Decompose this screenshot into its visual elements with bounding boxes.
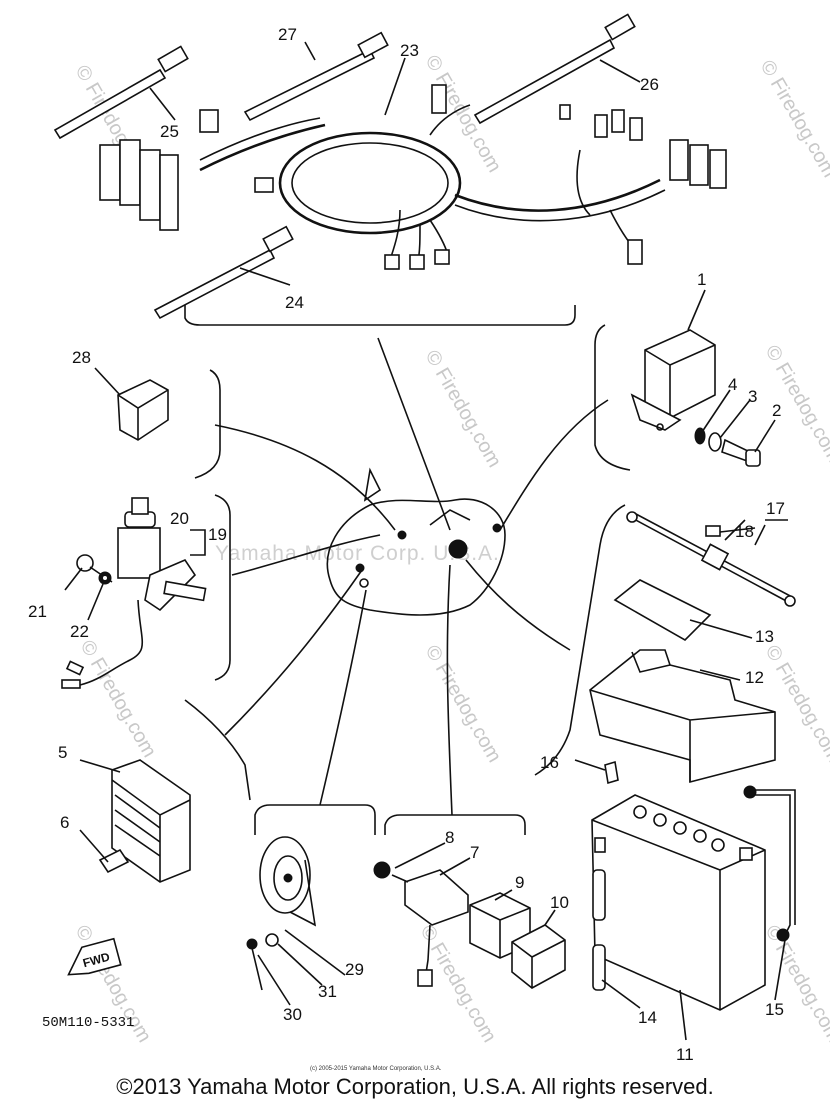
part-16-clip xyxy=(604,760,619,785)
part-2-3-4-bolt xyxy=(694,427,761,467)
callout-19: 19 xyxy=(208,525,227,544)
callout-1: 1 xyxy=(697,270,706,289)
callout-9: 9 xyxy=(515,873,524,892)
callout-28: 28 xyxy=(72,348,91,367)
fwd-arrow: FWD xyxy=(67,937,122,976)
engine-outline xyxy=(326,467,506,616)
fwd-label: FWD xyxy=(81,950,111,971)
part-14-15 xyxy=(592,785,796,991)
callout-labels: 1 2 3 4 5 6 7 8 9 10 11 12 13 14 15 16 1… xyxy=(28,25,785,1064)
callout-15: 15 xyxy=(765,1000,784,1019)
callout-7: 7 xyxy=(470,843,479,862)
callout-2: 2 xyxy=(772,401,781,420)
callout-25: 25 xyxy=(160,122,179,141)
part-13-pad xyxy=(613,579,712,641)
callout-23: 23 xyxy=(400,41,419,60)
callout-5: 5 xyxy=(58,743,67,762)
callout-13: 13 xyxy=(755,627,774,646)
callout-leaders xyxy=(64,41,788,1041)
callout-3: 3 xyxy=(748,387,757,406)
part-19-main-switch xyxy=(61,497,207,689)
callout-4: 4 xyxy=(728,375,737,394)
firedog-watermark: © Firedog.com xyxy=(421,347,506,472)
callout-6: 6 xyxy=(60,813,69,832)
copyright-notice: ©2013 Yamaha Motor Corporation, U.S.A. A… xyxy=(116,1074,714,1099)
part-5-rectifier xyxy=(98,759,191,883)
callout-10: 10 xyxy=(550,893,569,912)
small-copyright: (c) 2005-2015 Yamaha Motor Corporation, … xyxy=(310,1066,442,1072)
callout-31: 31 xyxy=(318,982,337,1001)
firedog-watermark: © Firedog.com xyxy=(421,642,506,767)
part-17-18 xyxy=(626,511,796,607)
callout-30: 30 xyxy=(283,1005,302,1024)
leader-lines xyxy=(214,337,609,816)
part-7-8-switch xyxy=(373,861,469,987)
callout-22: 22 xyxy=(70,622,89,641)
firedog-watermark: © Firedog.com xyxy=(756,57,830,182)
firedog-watermark: © Firedog.com xyxy=(761,922,830,1047)
callout-11: 11 xyxy=(676,1045,694,1064)
cable-ties xyxy=(53,13,636,320)
part-29-horn xyxy=(246,836,317,991)
part-9-10-relays xyxy=(469,892,566,989)
part-11-battery xyxy=(591,794,766,1011)
callout-27: 27 xyxy=(278,25,297,44)
callout-20: 20 xyxy=(170,509,189,528)
callout-14: 14 xyxy=(638,1008,657,1027)
callout-18: 18 xyxy=(735,522,754,541)
part-28 xyxy=(117,379,169,441)
callout-8: 8 xyxy=(445,828,454,847)
callout-16: 16 xyxy=(540,753,559,772)
callout-21: 21 xyxy=(28,602,47,621)
part-21-22-screw xyxy=(76,554,113,585)
group-brackets xyxy=(184,305,631,835)
firedog-watermark: © Firedog.com xyxy=(76,637,161,762)
part-number: 50M110-5331 xyxy=(42,1015,134,1031)
part-12-cover xyxy=(589,649,776,784)
wire-harness xyxy=(99,84,727,270)
part-1-unit xyxy=(630,329,716,431)
callout-12: 12 xyxy=(745,668,764,687)
callout-24: 24 xyxy=(285,293,304,312)
callout-26: 26 xyxy=(640,75,659,94)
callout-17: 17 xyxy=(766,499,785,518)
callout-29: 29 xyxy=(345,960,364,979)
